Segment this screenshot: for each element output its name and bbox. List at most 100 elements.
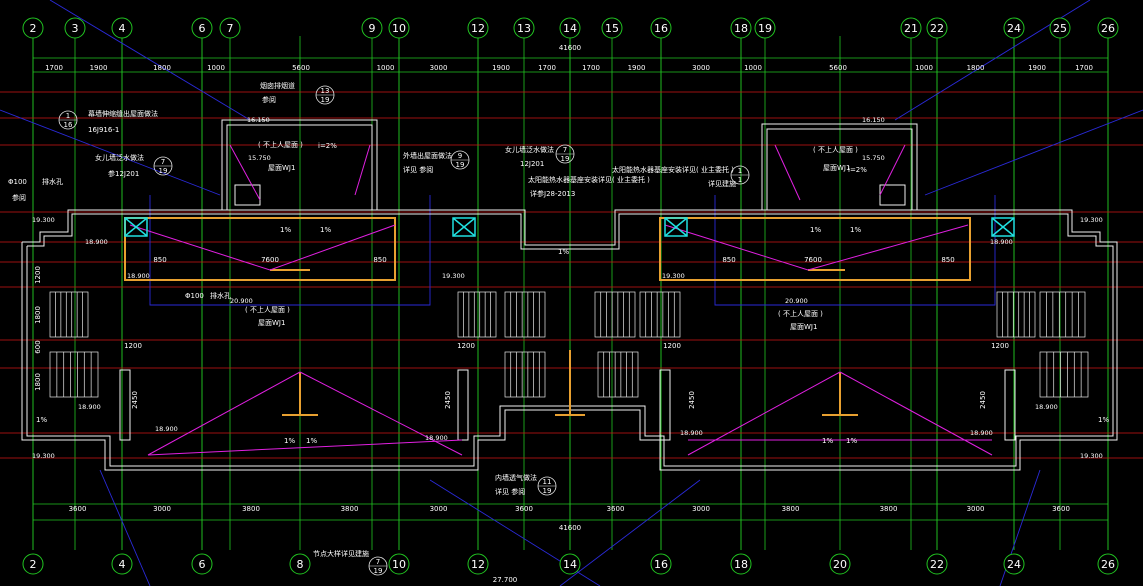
axis-top-label-2: 2 <box>30 22 37 35</box>
slope-9: 1% <box>846 437 857 445</box>
detail-note: 节点大样详见建施 <box>313 549 369 558</box>
building-outline <box>21 119 1118 471</box>
elev-19300-5: 19.300 <box>442 272 465 280</box>
axis-bottom-bubble-2 <box>22 553 44 575</box>
elev-18900-7: 18.900 <box>680 429 703 437</box>
wall-ref: 16J916-1 <box>88 126 119 134</box>
stair-7 <box>597 351 639 398</box>
axis-bottom-label-26: 26 <box>1101 558 1115 571</box>
axis-bottom-bubble-4 <box>111 553 133 575</box>
elev-18900-4: 18.900 <box>1035 403 1058 411</box>
axis-top-bubble-9 <box>361 17 383 39</box>
axis-top-label-19: 19 <box>758 22 772 35</box>
axis-bottom-label-22: 22 <box>930 558 944 571</box>
roof-type-left: ( 不上人屋面 ) <box>258 140 303 149</box>
pipe-ref: 参阅 <box>12 193 26 202</box>
stair-5 <box>639 291 681 338</box>
slope-2: 1% <box>320 226 331 234</box>
dim-top-6: 3000 <box>430 64 448 72</box>
axis-top-bubble-14 <box>559 17 581 39</box>
ref-bottom-7: 19 <box>374 567 383 575</box>
left-dim-4: 1800 <box>34 373 42 391</box>
pipe-note-2: 排水孔 <box>210 291 231 300</box>
axis-top-label-14: 14 <box>563 22 577 35</box>
axis-bottom-label-6: 6 <box>199 558 206 571</box>
vent-note: 外墙出屋面做法 <box>403 151 452 160</box>
axis-bottom-bubble-10 <box>388 553 410 575</box>
axis-top-label-7: 7 <box>227 22 234 35</box>
stair-3 <box>504 291 546 338</box>
solar-note: 太阳能热水器基座安装详见( 业主委托 ) <box>528 175 650 184</box>
slope-12: i=2% <box>318 142 337 150</box>
dim-bottom-5: 3600 <box>515 505 533 513</box>
stair-10 <box>1039 351 1089 398</box>
dim-bottom-11: 3600 <box>1052 505 1070 513</box>
dim-7600-left: 7600 <box>261 256 279 264</box>
dim-top-3: 1000 <box>207 64 225 72</box>
dim-top-9: 1700 <box>582 64 600 72</box>
axis-bottom-label-24: 24 <box>1007 558 1021 571</box>
elev-19900: 18.900 <box>127 272 150 280</box>
axis-top-label-18: 18 <box>734 22 748 35</box>
ref-top-1: 7 <box>161 158 165 166</box>
stair-6 <box>504 351 546 398</box>
axis-top-label-16: 16 <box>654 22 668 35</box>
axis-bottom-label-12: 12 <box>471 558 485 571</box>
axis-top-bubble-19 <box>754 17 776 39</box>
axis-top-bubble-18 <box>730 17 752 39</box>
slope-10: 1% <box>36 416 47 424</box>
elev-19300-4: 19.300 <box>1080 452 1103 460</box>
axis-bottom-bubble-26 <box>1097 553 1119 575</box>
dim-top-10: 1900 <box>628 64 646 72</box>
axis-top-label-4: 4 <box>119 22 126 35</box>
ref-bottom-4: 19 <box>561 155 570 163</box>
elevations: 19.300 19.300 19.300 19.300 19.300 19.30… <box>32 116 1103 460</box>
stair-4 <box>594 291 636 338</box>
slope-13: i=2% <box>848 166 867 174</box>
axis-top-label-9: 9 <box>369 22 376 35</box>
axis-top-bubble-13 <box>513 17 535 39</box>
dim-bottom-9: 3800 <box>880 505 898 513</box>
axis-bottom-bubble-18 <box>730 553 752 575</box>
elev-15750: 15.750 <box>862 154 885 162</box>
elev-19300-6: 19.300 <box>662 272 685 280</box>
axis-top-label-22: 22 <box>930 22 944 35</box>
dim-top-8: 1700 <box>538 64 556 72</box>
axis-top-bubble-25 <box>1049 17 1071 39</box>
axis-bottom-label-14: 14 <box>563 558 577 571</box>
ref-bottom-2: 19 <box>321 96 330 104</box>
elev-18900-5: 18.900 <box>155 425 178 433</box>
elev-16150-1: 16.150 <box>247 116 270 124</box>
axis-bottom-bubble-16 <box>650 553 672 575</box>
axis-top-bubble-15 <box>601 17 623 39</box>
elev-18900-1: 18.900 <box>85 238 108 246</box>
slope-4: 1% <box>850 226 861 234</box>
stair-blocks <box>49 291 1089 398</box>
axis-bottom-label-2: 2 <box>30 558 37 571</box>
axis-top-bubble-4 <box>111 17 133 39</box>
solar-note-2: 太阳能热水器基座安装详见( 业主委托 ) <box>612 165 734 174</box>
roof-code-center-right: 屋面WJ1 <box>790 323 817 331</box>
axis-bottom-label-20: 20 <box>833 558 847 571</box>
elev-19300-1: 19.300 <box>32 216 55 224</box>
axis-bottom-label-4: 4 <box>119 558 126 571</box>
dim-bottom-4: 3000 <box>430 505 448 513</box>
axis-grid <box>32 36 1109 550</box>
dim-1200-2: 1200 <box>457 342 475 350</box>
axis-top-label-3: 3 <box>72 22 79 35</box>
elev-18900-2: 18.900 <box>990 238 1013 246</box>
axis-top-bubble-21 <box>900 17 922 39</box>
dim-1200-3: 1200 <box>663 342 681 350</box>
elev-19300-2: 19.300 <box>1080 216 1103 224</box>
inner-note: 内墙透气做法 <box>495 473 537 482</box>
solar-ref: 详参J28-2013 <box>530 189 575 198</box>
elev-18900-6: 18.900 <box>425 434 448 442</box>
axis-bottom-label-8: 8 <box>297 558 304 571</box>
axis-top-bubble-16 <box>650 17 672 39</box>
